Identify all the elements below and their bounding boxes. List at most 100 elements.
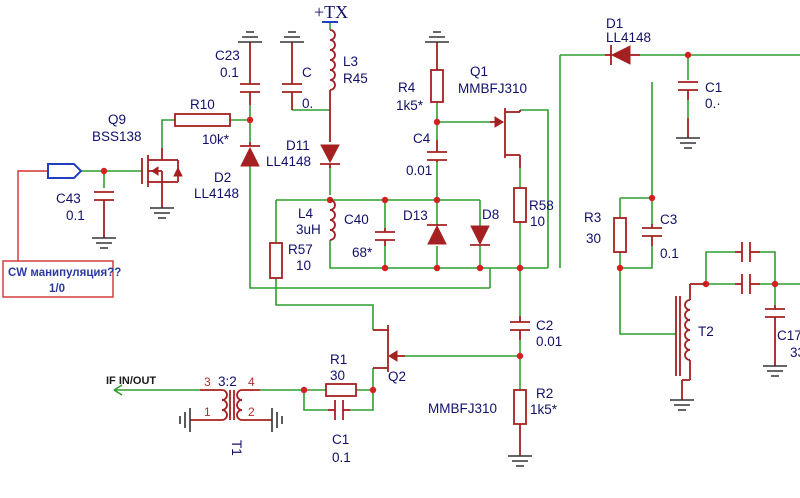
resistor-r57: R57 10 [269,242,313,279]
jfet-q1: Q1 MMBFJ310 [458,64,527,168]
d11-value: LL4148 [266,154,311,169]
r3-value: 30 [586,231,601,246]
t1-pin3: 3 [204,375,211,389]
c43-ref: C43 [56,191,81,206]
r57-ref: R57 [288,242,313,257]
r10-ref: R10 [190,97,215,112]
inductor-l3: L3 R45 [329,29,368,142]
capacitor-pair-top [735,242,760,294]
if-port: IF IN/OUT [106,375,156,396]
resistor-r10: R10 10k* [174,97,231,147]
c17-value: 33 [790,345,800,360]
d2-ref: D2 [214,170,231,185]
d8-ref: D8 [482,207,499,222]
mosfet-q9: Q9 BSS138 [92,112,183,208]
q1-value: MMBFJ310 [458,81,527,96]
d2-value: LL4148 [194,186,239,201]
t1-ref: T1 [229,440,244,456]
diode-d11: D11 LL4148 [266,138,340,169]
r2-value: 1k5* [530,402,558,417]
q9-ref: Q9 [108,112,126,127]
ground-icon [179,408,191,432]
t1-pin4: 4 [248,375,255,389]
c2-value: 0.01 [536,334,562,349]
q2-ref: Q2 [388,369,406,384]
c17-ref: C17 [777,328,800,343]
capacitor-c40: C40 68* [344,212,395,260]
c-value: 0. [302,96,313,111]
capacitor-c1-top: C1 0.· [678,80,722,138]
q1-ref: Q1 [470,64,488,79]
ground-icon [271,408,283,432]
r10-value: 10k* [202,132,230,147]
c4-value: 0.01 [406,163,432,178]
c1-top-ref: C1 [705,80,722,95]
r58-value: 10 [530,214,545,229]
jfet-q2: Q2 [373,325,406,384]
ground-icon [508,455,532,467]
wires [17,22,800,411]
capacitor-c2: C2 0.01 [510,316,562,349]
c23-value: 0.1 [220,65,239,80]
l4-ref: L4 [298,206,314,221]
q9-value: BSS138 [92,129,142,144]
ground-icon [425,31,449,43]
t2-ref: T2 [698,324,714,339]
d1-value: LL4148 [606,30,651,45]
d13-ref: D13 [403,208,428,223]
capacitor-c23: C23 0.1 [215,42,260,105]
t1-pin1: 1 [204,405,211,419]
l3-ref: L3 [343,54,358,69]
r4-ref: R4 [398,80,416,95]
c3-ref: C3 [660,212,677,227]
c1-top-value: 0.· [705,96,721,111]
resistor-r1: R1 30 [325,352,357,397]
t1-pin2: 2 [248,405,255,419]
tx-supply: +TX [314,2,348,23]
l4-value: 3uH [296,222,321,237]
ground-icon [92,237,116,249]
capacitor-c4: C4 0.01 [406,131,447,178]
r1-value: 30 [330,368,345,383]
resistor-r58: R58 10 [513,187,554,229]
cw-note-box: CW манипуляция?? 1/0 [2,260,121,298]
r1-ref: R1 [330,352,347,367]
c43-value: 0.1 [66,208,85,223]
c40-value: 68* [352,245,373,260]
resistor-r4: R4 1k5* [396,42,444,113]
d1-ref: D1 [606,16,623,31]
inductor-l4: L4 3uH [296,199,336,241]
ground-icon [150,207,174,219]
capacitor-c1: C1 0.1 [328,400,351,465]
tx-label: +TX [314,2,348,22]
transformer-t1: 3 3:2 4 1 2 T1 [190,374,272,456]
c40-ref: C40 [344,212,369,227]
c1-ref: C1 [332,432,349,447]
cw-note-line1: CW манипуляция?? [8,267,121,279]
diode-d13: D13 [403,208,447,245]
c-ref: C [302,65,312,80]
t1-ratio: 3:2 [218,374,237,389]
r4-value: 1k5* [396,98,424,113]
l3-value: R45 [343,71,368,86]
c3-value: 0.1 [660,246,679,261]
r57-value: 10 [296,258,311,273]
transformer-t2: T2 [675,283,714,400]
resistor-r2: R2 1k5* MMBFJ310 [428,386,558,456]
ground-icon [676,137,700,149]
c4-ref: C4 [413,131,431,146]
r58-ref: R58 [529,198,554,213]
diode-d2: D2 LL4148 [194,142,260,201]
input-port-icon [47,163,83,179]
ground-icon [280,31,304,43]
r3-ref: R3 [584,210,601,225]
diode-d1: D1 LL4148 [605,16,651,65]
ground-icon [670,399,694,411]
c1-value: 0.1 [332,450,351,465]
c23-ref: C23 [215,48,240,63]
q2-part-label: MMBFJ310 [428,401,497,416]
if-label: IF IN/OUT [106,375,156,387]
resistor-r3: R3 30 [584,210,627,253]
diode-d8: D8 [470,207,499,246]
